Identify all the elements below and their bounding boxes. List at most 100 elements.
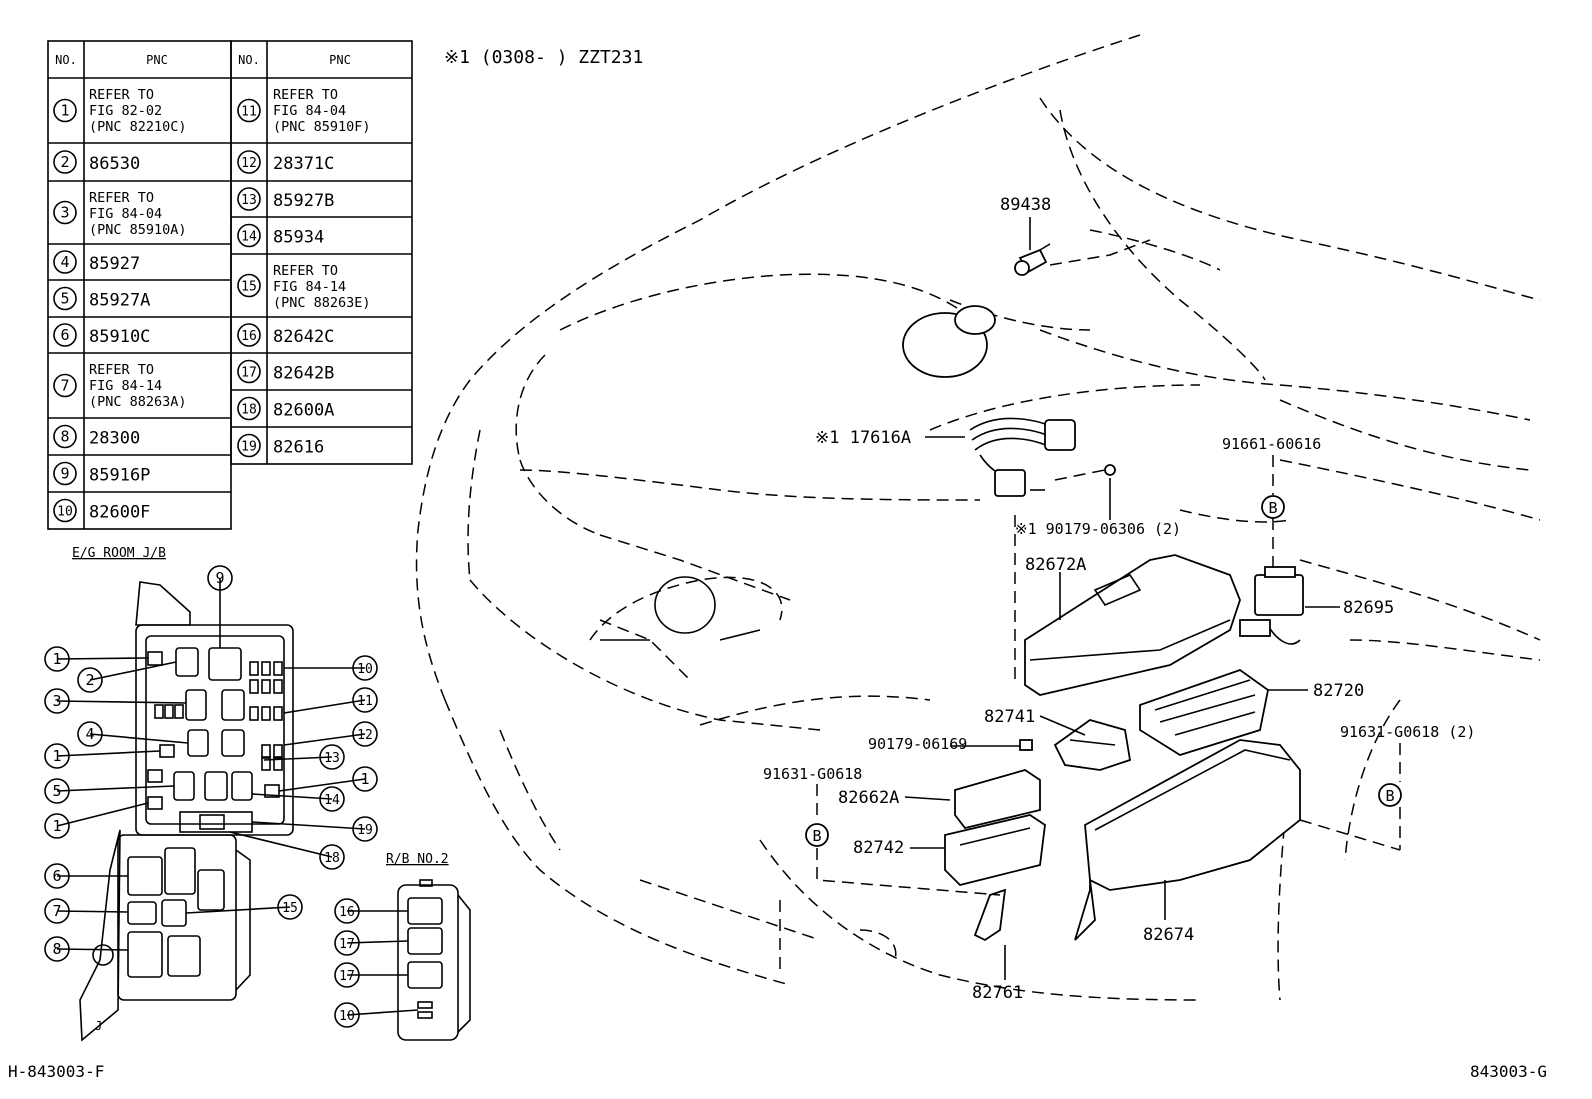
- rb-callout-number: 17: [339, 937, 355, 952]
- table-pnc: 28300: [89, 429, 140, 449]
- table-item-no: 4: [53, 250, 77, 274]
- label-91631-g0618-2: 91631-G0618 (2): [1340, 723, 1475, 741]
- eg-callout: 10: [352, 655, 378, 681]
- table-item-no-number: 7: [60, 377, 69, 395]
- table-pnc-ref: FIG 84-04: [89, 206, 162, 222]
- eg-callout-number: 1: [52, 817, 61, 835]
- table-pnc-ref: REFER TO: [89, 87, 154, 103]
- table-item-no: 17: [237, 359, 261, 384]
- table-pnc-ref: (PNC 85910A): [89, 222, 187, 238]
- table-item-no-number: 11: [241, 105, 257, 120]
- eg-callout: 2: [77, 667, 103, 693]
- table-item-no: 1: [53, 98, 77, 123]
- table-item-no-number: 9: [60, 465, 69, 483]
- table-pnc-ref: FIG 84-04: [273, 103, 346, 119]
- label-91631-g0618: 91631-G0618: [763, 765, 862, 783]
- eg-callout: 8: [44, 936, 70, 962]
- table-item-no: 12: [237, 150, 261, 174]
- table-pnc-ref: (PNC 88263A): [89, 394, 187, 410]
- table-pnc-ref: (PNC 85910F): [273, 119, 371, 135]
- ref-b-markers: B B B: [805, 495, 1402, 847]
- eg-callout-number: 4: [85, 725, 94, 743]
- eg-room-jb-drawing: J: [79, 581, 294, 1042]
- table-pnc-ref: (PNC 88263E): [273, 295, 371, 311]
- rb-no2-drawing: [397, 879, 471, 1041]
- table-pnc-ref: REFER TO: [273, 87, 338, 103]
- table-item-no-number: 1: [60, 102, 69, 120]
- rb-title: R/B NO.2: [386, 852, 449, 867]
- table-item-no-number: 14: [241, 230, 257, 245]
- table-pnc-ref: FIG 82-02: [89, 103, 162, 119]
- eg-callout-number: 9: [215, 569, 224, 587]
- table-pnc: 85927B: [273, 191, 334, 211]
- rb-callout: 17: [334, 930, 360, 956]
- part-labels: 89438 ※1 17616A 91661-60616 ※1 90179-063…: [763, 195, 1475, 1003]
- eg-callout: 1: [44, 646, 70, 672]
- eg-callout-number: 1: [52, 650, 61, 668]
- rb-callout-number: 17: [339, 969, 355, 984]
- eg-callout-number: 19: [357, 823, 373, 838]
- ref-b: B: [1385, 787, 1394, 805]
- eg-callout: 18: [319, 844, 345, 870]
- eg-callout: 12: [352, 721, 378, 747]
- table-pnc: 82600F: [89, 503, 150, 523]
- table-item-no-number: 12: [241, 156, 257, 171]
- eg-callout-number: 18: [324, 851, 340, 866]
- rb-callout-number: 16: [339, 905, 355, 920]
- table-item-no-number: 10: [57, 505, 73, 520]
- rb-callout: 10: [334, 1002, 360, 1028]
- svg-text:J: J: [95, 1019, 102, 1033]
- eg-callout-number: 15: [282, 901, 298, 916]
- label-82761: 82761: [972, 983, 1023, 1003]
- eg-callout-number: 3: [52, 692, 61, 710]
- table-pnc: 82600A: [273, 401, 334, 421]
- table-item-no: 18: [237, 396, 261, 421]
- table-pnc: 85916P: [89, 466, 150, 486]
- table-item-no-number: 19: [241, 440, 257, 455]
- ref-b: B: [812, 827, 821, 845]
- table-item-no: 14: [237, 223, 261, 248]
- table-pnc: 85910C: [89, 327, 150, 347]
- label-90179-06169: 90179-06169: [868, 735, 967, 753]
- label-82695: 82695: [1343, 598, 1394, 618]
- eg-room-title: E/G ROOM J/B: [72, 546, 166, 561]
- table-pnc: 82642C: [273, 327, 334, 347]
- table-item-no: 7: [53, 373, 77, 398]
- table-item-no: 10: [53, 498, 77, 523]
- rb-callout: 16: [334, 898, 360, 924]
- table-pnc-ref: FIG 84-14: [89, 378, 162, 394]
- table-pnc: 82642B: [273, 364, 334, 384]
- table-item-no: 8: [53, 424, 77, 449]
- header-pnc: PNC: [329, 53, 351, 67]
- table-item-no: 16: [237, 323, 261, 347]
- table-item-no-number: 4: [60, 253, 69, 271]
- table-item-no: 5: [53, 286, 77, 311]
- eg-callout-number: 11: [357, 694, 373, 709]
- table-item-no-number: 15: [241, 280, 257, 295]
- rb-callout-number: 10: [339, 1009, 355, 1024]
- label-91661-60616: 91661-60616: [1222, 435, 1321, 453]
- rb-callouts: 16 17 17 10: [334, 898, 419, 1028]
- eg-callout-number: 13: [324, 751, 340, 766]
- table-pnc-ref: REFER TO: [89, 190, 154, 206]
- table-item-no: 15: [237, 273, 261, 298]
- eg-callout: 3: [44, 688, 70, 714]
- label-82742: 82742: [853, 838, 904, 858]
- label-82674: 82674: [1143, 925, 1194, 945]
- table-item-no: 19: [237, 433, 261, 458]
- eg-callout: 1: [44, 813, 70, 839]
- label-82672a: 82672A: [1025, 555, 1086, 575]
- table-item-no-number: 16: [241, 329, 257, 344]
- eg-callout-number: 14: [324, 793, 340, 808]
- eg-callout: 1: [44, 743, 70, 769]
- table-pnc: 85927A: [89, 291, 150, 311]
- table-pnc: 85927: [89, 254, 140, 274]
- table-item-no-number: 13: [241, 193, 257, 208]
- table-pnc: 85934: [273, 228, 324, 248]
- table-item-no-number: 3: [60, 204, 69, 222]
- eg-callout: 5: [44, 778, 70, 804]
